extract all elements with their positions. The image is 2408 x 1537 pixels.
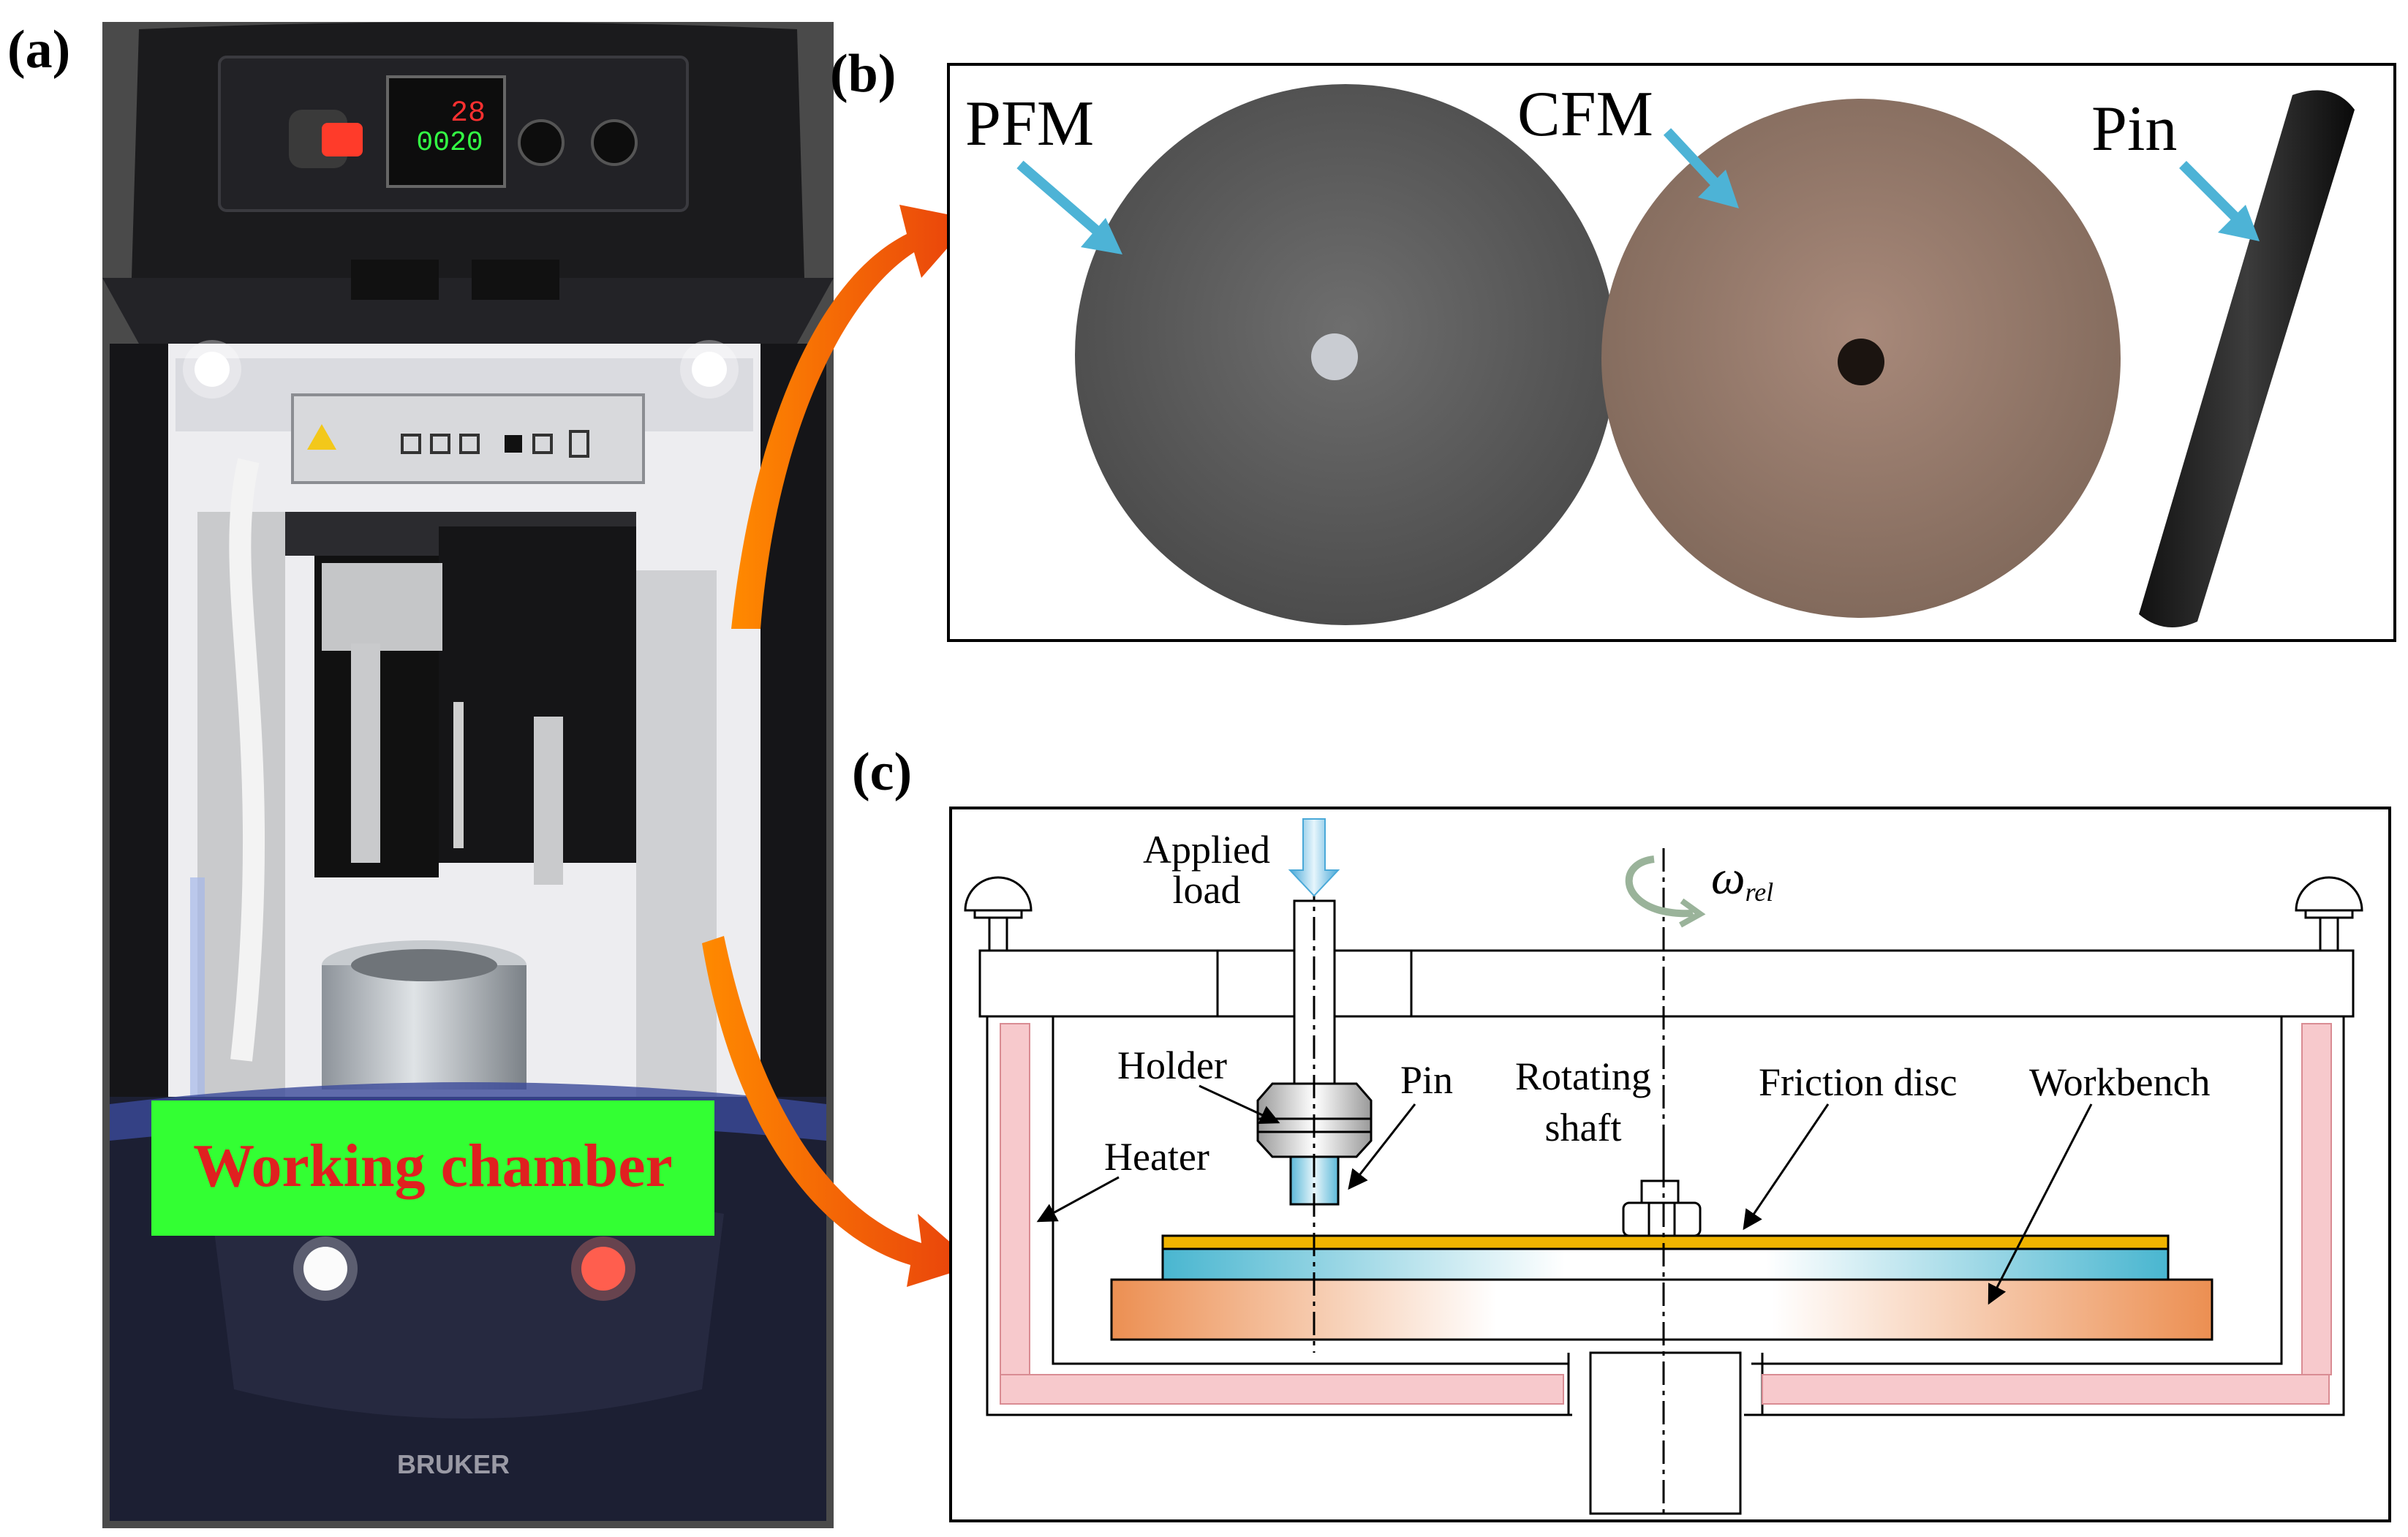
pfm-pointer-icon [1016,160,1122,254]
omega-subscript: rel [1745,877,1774,907]
workbench [1110,1278,2213,1341]
omega-symbol: ω [1711,851,1745,905]
panel-c-label: (c) [852,742,912,802]
pfm-disc-hole [1311,333,1358,380]
rotating-shaft-label-1: Rotating [1515,1054,1651,1098]
pin-label-b: Pin [2091,94,2177,165]
controller-readout-bottom: 0020 [416,127,483,159]
applied-load-label-1: Applied [1143,828,1270,872]
shaft-nut-icon [1622,1179,1702,1237]
omega-rel-label: ωrel [1711,851,1773,907]
working-chamber-box [151,1100,714,1236]
friction-disc-label: Friction disc [1759,1060,1957,1104]
housing [978,949,2355,1515]
pfm-label: PFM [965,88,1094,159]
pin-label-c: Pin [1400,1058,1453,1102]
panel-b-label: (b) [830,44,896,104]
controller-readout-top: 28 [450,97,486,130]
applied-load-arrow-icon [1288,818,1340,897]
right-bolt-icon [2295,876,2363,952]
cfm-pointer-icon [1663,128,1739,208]
rotating-shaft-label-2: shaft [1545,1106,1622,1149]
heater [1000,1023,2332,1405]
rotation-icon [1625,856,1706,928]
cfm-disc-hole [1838,339,1884,385]
disc-base [1161,1247,2170,1281]
cfm-label: CFM [1517,79,1653,150]
left-bolt-icon [964,876,1033,952]
tribometer-photo: 28 0020 [102,22,834,1528]
panel-b: (b) PFM CFM Pin [830,44,2396,642]
panel-a-label: (a) [7,20,70,80]
panel-a: (a) 28 0020 [7,20,834,1528]
brand-label: BRUKER [397,1449,510,1479]
leader-lines [1036,1084,2093,1305]
applied-load-label-2: load [1173,868,1241,912]
holder-label: Holder [1117,1043,1227,1087]
workbench-label: Workbench [2029,1060,2211,1104]
pin-rod [2139,90,2355,628]
curved-arrow-to-c-icon [702,936,976,1287]
panel-c: (c) [852,742,2391,1522]
heater-label: Heater [1104,1135,1209,1179]
working-chamber-label: Working chamber [193,1132,673,1200]
curved-arrow-to-b-icon [731,205,973,629]
pin-pointer-icon [2179,161,2260,241]
callout-arrows [702,205,976,1287]
